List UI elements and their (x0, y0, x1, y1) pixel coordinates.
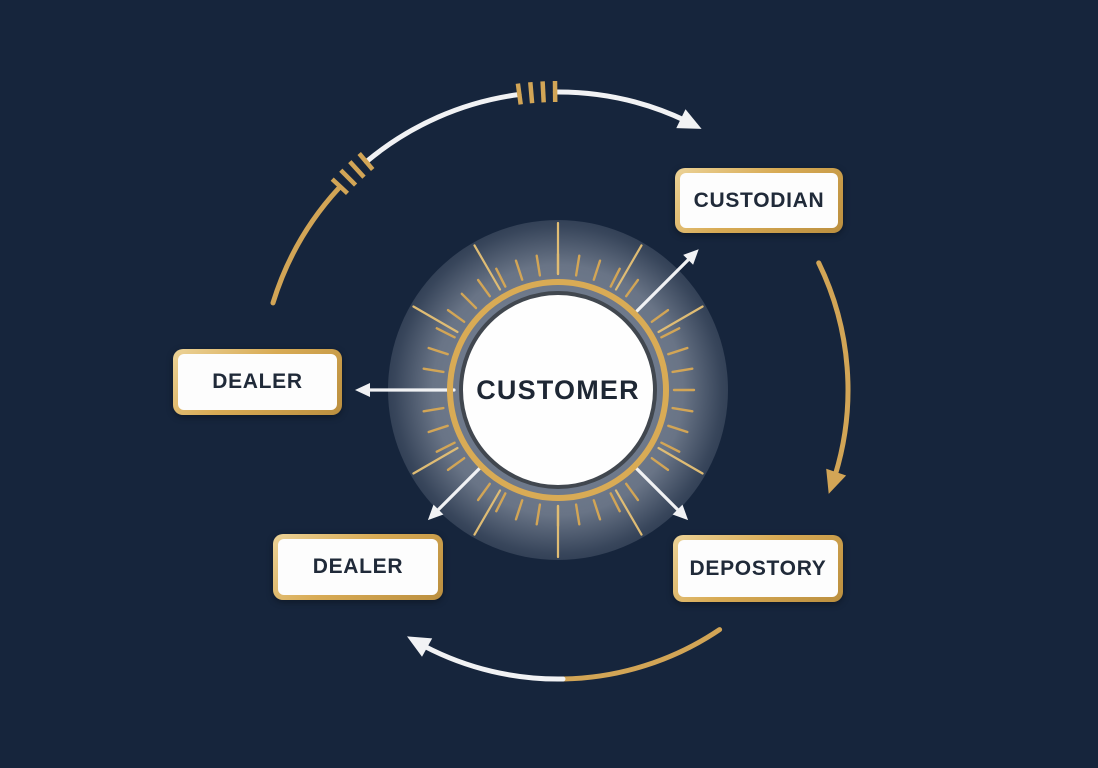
right-cycle-arc (816, 260, 851, 494)
customer-gold-ring (447, 279, 669, 501)
dealer-bottom-label: DEALER (278, 539, 438, 595)
custodian-label: CUSTODIAN (680, 173, 838, 228)
top-cycle-arc (270, 89, 702, 306)
radial-arrows (355, 249, 699, 521)
node-box-depostory: DEPOSTORY (673, 535, 843, 602)
customer-label: CUSTOMER (476, 374, 640, 405)
dealer-left-label: DEALER (178, 354, 337, 410)
arc-tick-marks (330, 80, 558, 196)
node-box-dealer-left: DEALER (173, 349, 342, 415)
bottom-cycle-arc (407, 627, 723, 682)
depostory-label: DEPOSTORY (678, 540, 838, 597)
node-box-dealer-bottom: DEALER (273, 534, 443, 600)
node-box-custodian: CUSTODIAN (675, 168, 843, 233)
customer-node: CUSTOMER (459, 291, 657, 489)
